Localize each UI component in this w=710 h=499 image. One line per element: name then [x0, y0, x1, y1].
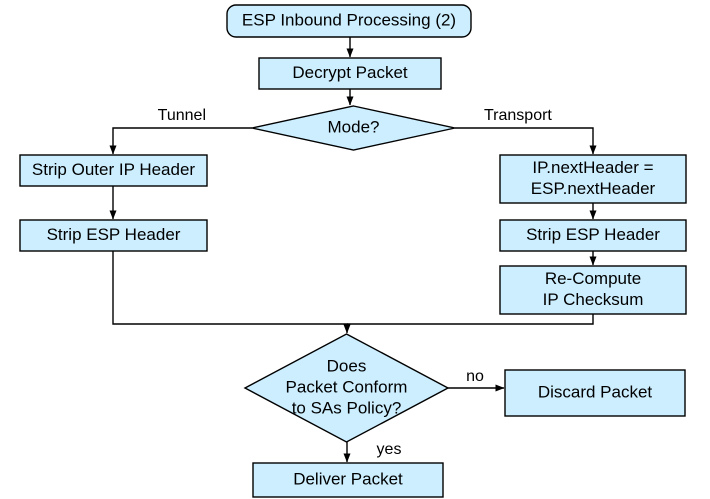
mode-decision-shape [251, 105, 456, 151]
edge-label-yes: yes [377, 441, 402, 458]
ip-nextheader-assignment-process-label: ESP.nextHeader [531, 179, 656, 198]
esp-inbound-processing-terminator-label: ESP Inbound Processing (2) [242, 10, 456, 29]
ip-nextheader-assignment-process-shape [499, 154, 687, 204]
discard-packet-process-shape [504, 369, 686, 417]
recompute-ip-checksum-process: Re-Compute IP Checksum [499, 265, 687, 315]
edges-layer [109, 37, 597, 463]
deliver-packet-process-label: Deliver Packet [293, 469, 403, 488]
edge-labels-layer: Tunnel Transport no yes [158, 107, 553, 458]
edge-transport-merge-to-conform [347, 314, 594, 325]
mode-decision-label: Mode? [328, 117, 380, 136]
recompute-ip-checksum-process-label: Re-Compute [545, 269, 641, 288]
strip-esp-header-transport-process-shape [499, 219, 687, 252]
strip-esp-header-tunnel-process: Strip ESP Header [19, 219, 208, 252]
strip-esp-header-tunnel-process-shape [19, 219, 208, 252]
decrypt-packet-process-shape [258, 57, 442, 90]
recompute-ip-checksum-process-shape [499, 265, 687, 315]
edge-label-no: no [466, 368, 484, 385]
nodes-layer: ESP Inbound Processing (2) Decrypt Packet… [19, 4, 687, 498]
strip-outer-ip-header-process: Strip Outer IP Header [19, 154, 208, 187]
discard-packet-process-label: Discard Packet [538, 382, 653, 401]
strip-esp-header-tunnel-process-label: Strip ESP Header [47, 225, 181, 244]
recompute-ip-checksum-process-label: IP Checksum [543, 290, 644, 309]
ip-nextheader-assignment-process: IP.nextHeader = ESP.nextHeader [499, 154, 687, 204]
edge-label-tunnel: Tunnel [158, 107, 206, 124]
esp-inbound-processing-terminator: ESP Inbound Processing (2) [226, 4, 472, 38]
deliver-packet-process: Deliver Packet [252, 462, 444, 498]
edge-mode-to-tunnel [109, 127, 252, 155]
packet-conform-policy-decision-shape [243, 333, 450, 443]
discard-packet-process: Discard Packet [504, 369, 686, 417]
mode-decision: Mode? [251, 105, 456, 151]
esp-inbound-processing-terminator-shape [226, 4, 472, 38]
strip-outer-ip-header-process-label: Strip Outer IP Header [32, 160, 195, 179]
ip-nextheader-assignment-process-label: IP.nextHeader = [532, 158, 653, 177]
strip-esp-header-transport-process-label: Strip ESP Header [526, 225, 660, 244]
edge-label-transport: Transport [484, 107, 552, 124]
edge-tunnel-merge-to-conform [112, 251, 351, 334]
decrypt-packet-process: Decrypt Packet [258, 57, 442, 90]
deliver-packet-process-shape [252, 462, 444, 498]
packet-conform-policy-decision-label: Does [327, 356, 367, 375]
strip-outer-ip-header-process-shape [19, 154, 208, 187]
packet-conform-policy-decision-label: Packet Conform [286, 377, 408, 396]
decrypt-packet-process-label: Decrypt Packet [292, 63, 408, 82]
packet-conform-policy-decision-label: to SAs Policy? [292, 398, 402, 417]
edge-mode-to-transport [455, 127, 597, 155]
strip-esp-header-transport-process: Strip ESP Header [499, 219, 687, 252]
